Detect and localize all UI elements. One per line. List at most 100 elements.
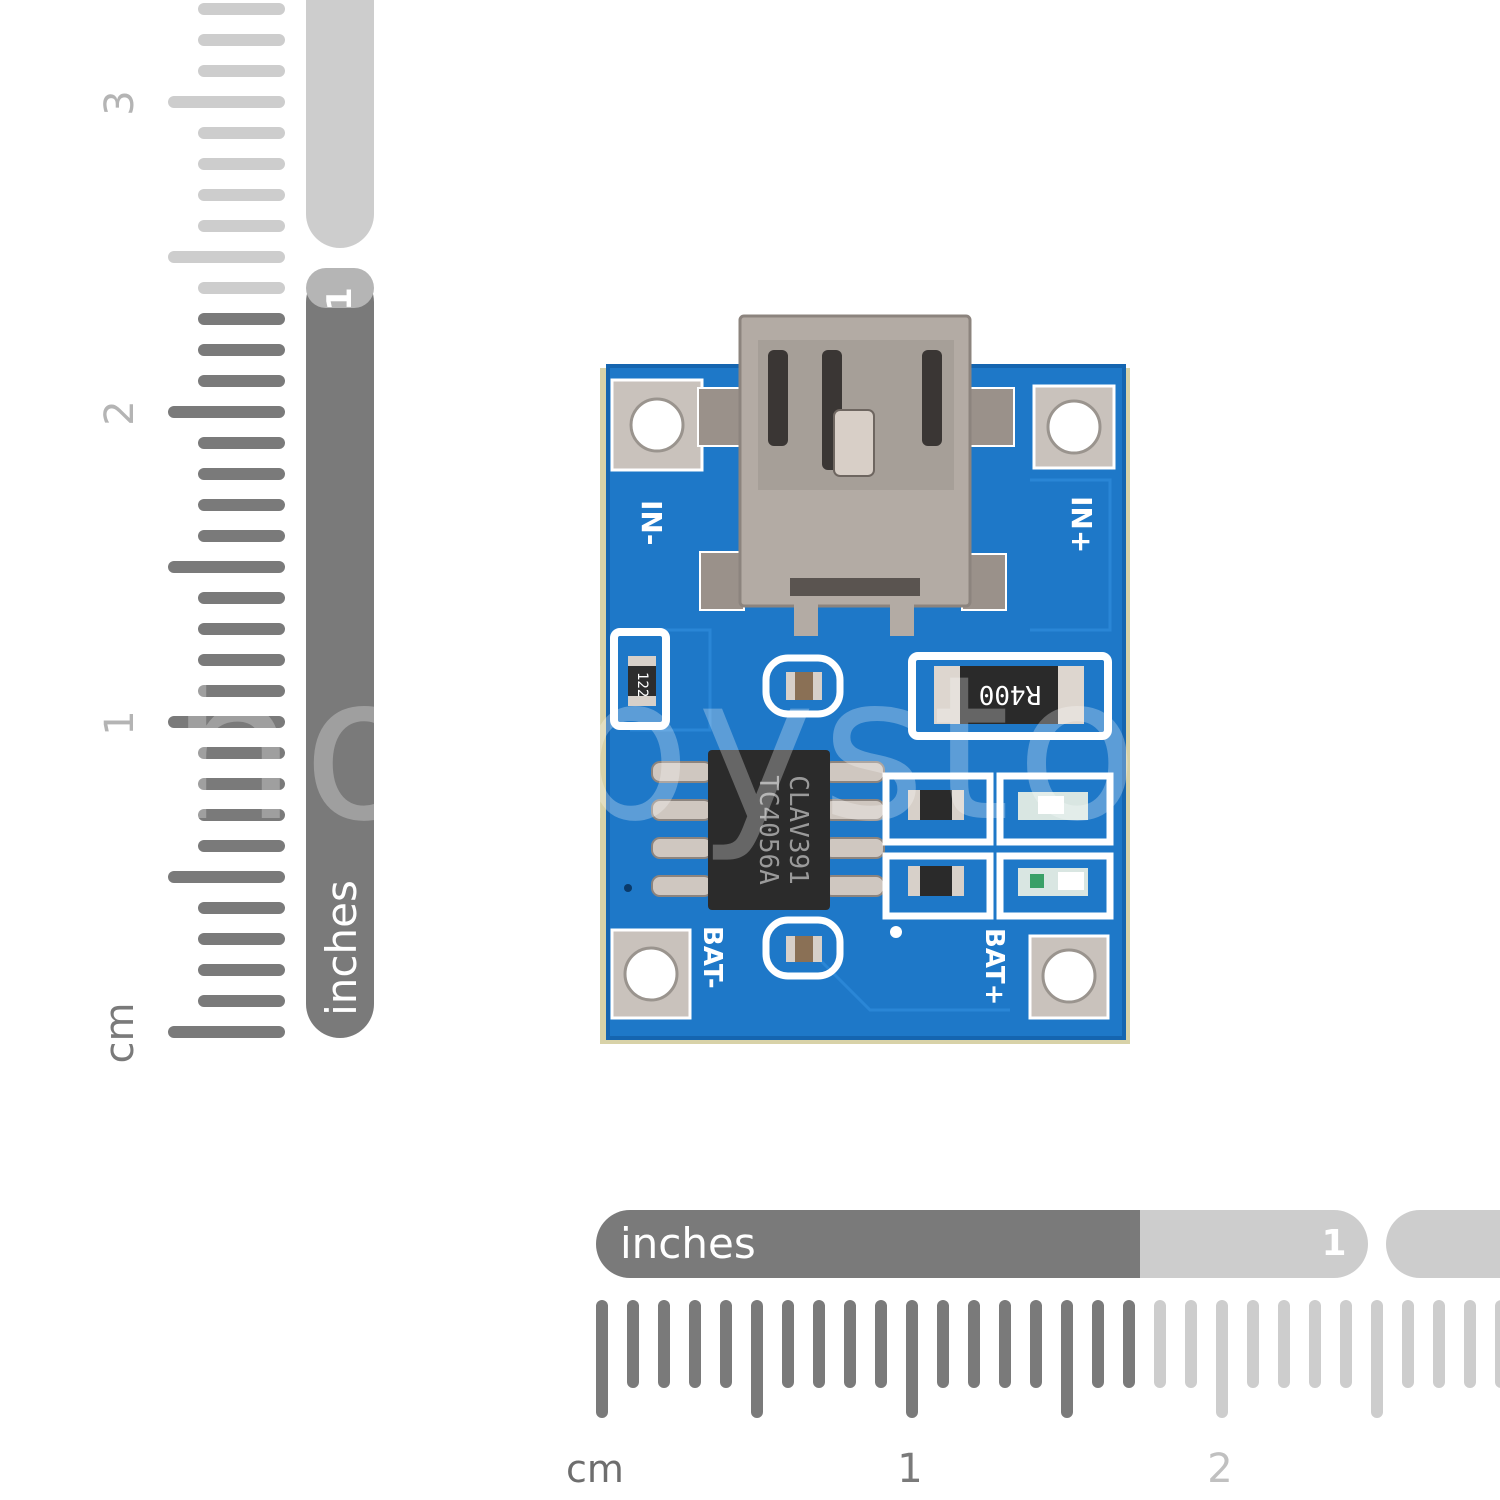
mounting-pad-top-left xyxy=(610,378,704,472)
vertical-mm-tick xyxy=(198,654,285,666)
vertical-cm-number-2: 2 xyxy=(97,400,143,426)
label-in-minus: IN- xyxy=(635,500,668,545)
vertical-mm-tick xyxy=(168,871,285,883)
horizontal-mm-tick xyxy=(875,1300,887,1388)
horizontal-mm-tick xyxy=(1340,1300,1352,1388)
horizontal-mm-tick xyxy=(1154,1300,1166,1388)
horizontal-mm-tick xyxy=(968,1300,980,1388)
vertical-mm-tick xyxy=(198,34,285,46)
vertical-mm-tick xyxy=(198,313,285,325)
vertical-mm-tick xyxy=(198,468,285,480)
vertical-mm-tick xyxy=(198,809,285,821)
horizontal-mm-tick xyxy=(720,1300,732,1388)
horizontal-mm-tick xyxy=(1092,1300,1104,1388)
horizontal-mm-tick xyxy=(1123,1300,1135,1388)
horizontal-mm-tick xyxy=(1464,1300,1476,1388)
vertical-ruler: inches 1 cm 1 2 3 xyxy=(0,0,400,1100)
mounting-pad-top-right xyxy=(1032,384,1116,470)
chip-marking-line1: TC4056A xyxy=(753,775,783,885)
label-in-plus: IN+ xyxy=(1065,496,1098,553)
vertical-mm-tick xyxy=(198,437,285,449)
chip-marking-line2: CLAV391 xyxy=(783,775,813,885)
vertical-inch-label: inches xyxy=(317,880,366,1016)
vertical-mm-tick xyxy=(198,65,285,77)
horizontal-cm-number-1: 1 xyxy=(897,1446,923,1492)
vertical-mm-tick xyxy=(198,778,285,790)
vertical-cm-label: cm xyxy=(97,1002,143,1064)
horizontal-mm-tick xyxy=(1247,1300,1259,1388)
vertical-mm-tick xyxy=(198,3,285,15)
resistor-small xyxy=(610,628,670,730)
horizontal-mm-tick xyxy=(782,1300,794,1388)
horizontal-inch-bar-dark xyxy=(596,1210,1140,1278)
vertical-mm-tick xyxy=(198,375,285,387)
mini-usb-connector xyxy=(697,314,1015,636)
vertical-cm-tick xyxy=(168,1026,285,1038)
vertical-mm-tick xyxy=(198,623,285,635)
vertical-inch-number: 1 xyxy=(320,287,360,311)
vertical-mm-tick xyxy=(198,685,285,697)
vertical-mm-tick xyxy=(198,840,285,852)
horizontal-mm-tick xyxy=(844,1300,856,1388)
horizontal-ruler-graphic xyxy=(596,1210,1500,1418)
horizontal-mm-tick xyxy=(658,1300,670,1388)
mounting-pad-bottom-right xyxy=(1028,934,1110,1020)
horizontal-mm-tick xyxy=(1030,1300,1042,1388)
horizontal-inch-bar-light xyxy=(1100,1210,1368,1278)
resistor-small-code: 122 xyxy=(634,672,650,697)
horizontal-mm-tick xyxy=(1371,1300,1383,1418)
horizontal-cm-tick xyxy=(596,1300,608,1418)
horizontal-mm-tick xyxy=(1495,1300,1500,1388)
resistor-block-upper xyxy=(882,772,994,846)
horizontal-cm-tick xyxy=(1216,1300,1228,1418)
vertical-mm-tick xyxy=(168,251,285,263)
charger-ic xyxy=(651,750,885,910)
vertical-mm-tick xyxy=(198,127,285,139)
horizontal-inch-label: inches xyxy=(620,1219,756,1268)
vertical-inch-bar-dark xyxy=(306,268,374,1038)
vertical-cm-tick xyxy=(168,406,285,418)
led-lower xyxy=(996,852,1114,920)
horizontal-inch-number: 1 xyxy=(1321,1223,1347,1264)
horizontal-mm-tick xyxy=(937,1300,949,1388)
capacitor-top xyxy=(762,654,844,718)
vertical-ruler-graphic xyxy=(168,0,374,1038)
horizontal-mm-tick xyxy=(627,1300,639,1388)
vertical-cm-number-3: 3 xyxy=(97,90,143,116)
horizontal-mm-tick xyxy=(1185,1300,1197,1388)
vertical-mm-tick xyxy=(198,933,285,945)
horizontal-mm-tick xyxy=(1433,1300,1445,1388)
vertical-mm-tick xyxy=(198,995,285,1007)
horizontal-mm-tick xyxy=(999,1300,1011,1388)
horizontal-ruler: inches 1 cm 1 2 xyxy=(560,1190,1500,1500)
charger-board-graphic: IN- IN+ BAT- BAT+ 122 xyxy=(600,314,1130,1044)
vertical-mm-tick xyxy=(198,964,285,976)
vertical-mm-tick xyxy=(198,530,285,542)
capacitor-bottom xyxy=(762,916,844,980)
horizontal-mm-tick xyxy=(1402,1300,1414,1388)
horizontal-cm-number-2: 2 xyxy=(1207,1446,1233,1492)
vertical-mm-tick xyxy=(198,220,285,232)
resistor-large xyxy=(908,652,1112,740)
horizontal-ruler-ticks xyxy=(596,1300,1500,1418)
vertical-mm-tick xyxy=(198,189,285,201)
vertical-inch-bar-dark-top xyxy=(306,268,374,308)
vertical-mm-tick xyxy=(168,561,285,573)
led-upper xyxy=(996,772,1114,846)
label-bat-plus: BAT+ xyxy=(979,928,1009,1005)
vertical-inch-bar-light xyxy=(306,0,374,248)
vertical-mm-tick xyxy=(198,747,285,759)
vertical-mm-tick xyxy=(198,344,285,356)
horizontal-mm-tick xyxy=(1061,1300,1073,1418)
vertical-cm-tick xyxy=(168,96,285,108)
resistor-large-code: R400 xyxy=(979,679,1042,709)
horizontal-mm-tick xyxy=(689,1300,701,1388)
charger-board: IN- IN+ BAT- BAT+ 122 xyxy=(590,310,1130,1050)
vertical-ruler-ticks xyxy=(168,3,285,1038)
vertical-mm-tick xyxy=(198,158,285,170)
vertical-mm-tick xyxy=(198,499,285,511)
horizontal-cm-tick xyxy=(906,1300,918,1418)
vertical-mm-tick xyxy=(198,902,285,914)
horizontal-cm-label: cm xyxy=(566,1447,624,1491)
mounting-pad-bottom-left xyxy=(610,928,692,1020)
